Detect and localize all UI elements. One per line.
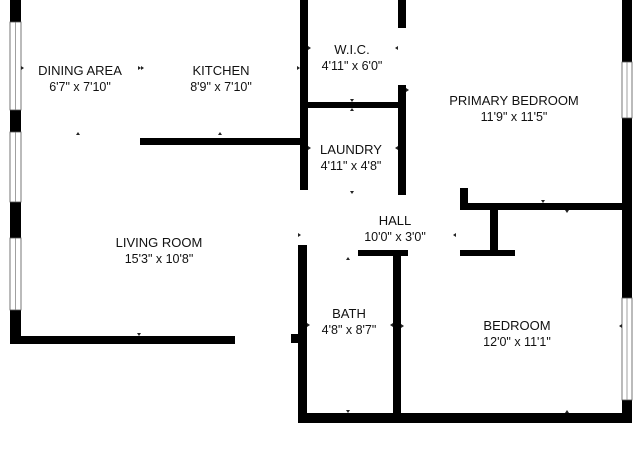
marker	[308, 146, 311, 150]
room-primary-bedroom: PRIMARY BEDROOM 11'9" x 11'5"	[449, 93, 579, 124]
room-name: HALL	[379, 213, 412, 228]
wall-bath-left-stub	[291, 334, 307, 343]
marker	[565, 410, 569, 413]
room-wic: W.I.C. 4'11" x 6'0"	[322, 42, 383, 73]
marker	[76, 132, 80, 135]
marker	[307, 323, 310, 327]
marker	[21, 66, 24, 70]
room-dimensions: 4'8" x 8'7"	[322, 323, 377, 337]
wall-bottom	[298, 413, 630, 423]
wall-primary-bottom-horiz	[460, 203, 630, 210]
wall-bath-top	[358, 250, 408, 256]
marker	[453, 233, 456, 237]
window-left-lower	[9, 237, 22, 311]
room-name: LIVING ROOM	[116, 235, 203, 250]
room-dimensions: 4'11" x 6'0"	[322, 59, 383, 73]
marker	[395, 146, 398, 150]
room-kitchen: KITCHEN 8'9" x 7'10"	[190, 63, 252, 94]
marker	[395, 46, 398, 50]
room-dimensions: 12'0" x 11'1"	[483, 335, 551, 349]
room-name: LAUNDRY	[320, 142, 382, 157]
room-name: BEDROOM	[483, 318, 550, 333]
wall-top-stub	[398, 0, 406, 28]
window-left-mid	[9, 131, 22, 203]
window-right-upper	[621, 61, 633, 119]
wall-primary-bottom	[460, 188, 468, 208]
window-right-lower	[621, 297, 633, 401]
room-dimensions: 8'9" x 7'10"	[190, 80, 252, 94]
room-labels: DINING AREA 6'7" x 7'10" KITCHEN 8'9" x …	[38, 42, 579, 349]
wall-wic-bottom	[300, 102, 405, 108]
marker	[346, 410, 350, 413]
room-name: KITCHEN	[192, 63, 249, 78]
marker	[619, 324, 622, 328]
room-dimensions: 11'9" x 11'5"	[481, 110, 548, 124]
wall-hall-right	[490, 208, 498, 256]
marker	[137, 333, 141, 336]
room-name: DINING AREA	[38, 63, 122, 78]
windows	[9, 21, 633, 401]
wall-right-1	[622, 0, 632, 62]
room-bedroom: BEDROOM 12'0" x 11'1"	[483, 318, 551, 349]
wall-kitchen-counter	[140, 138, 308, 145]
marker	[138, 66, 141, 70]
wall-laundry-right	[398, 85, 406, 195]
wall-bath-bedroom-divider	[393, 250, 401, 420]
wall-right-2	[622, 118, 632, 298]
wall-hall-right-stub	[460, 250, 515, 256]
marker	[350, 108, 354, 111]
wall-left-lower	[10, 310, 21, 344]
wall-left-mid-2	[10, 202, 21, 238]
marker	[346, 257, 350, 260]
wall-laundry-bottom	[300, 188, 308, 190]
dimension-markers	[21, 46, 622, 413]
marker	[298, 233, 301, 237]
marker	[350, 191, 354, 194]
wall-living-bottom	[10, 336, 235, 344]
wall-left-mid-1	[10, 110, 21, 132]
marker	[308, 46, 311, 50]
marker	[297, 66, 300, 70]
room-dimensions: 15'3" x 10'8"	[125, 252, 194, 266]
room-dimensions: 4'11" x 4'8"	[321, 159, 382, 173]
room-dimensions: 6'7" x 7'10"	[49, 80, 111, 94]
marker	[218, 132, 222, 135]
wall-left-upper	[10, 0, 21, 22]
marker	[141, 66, 144, 70]
marker	[541, 200, 545, 203]
window-left-upper	[9, 21, 22, 111]
room-name: W.I.C.	[334, 42, 369, 57]
walls	[10, 0, 632, 423]
room-hall: HALL 10'0" x 3'0"	[364, 213, 426, 244]
room-dimensions: 10'0" x 3'0"	[364, 230, 426, 244]
marker	[350, 99, 354, 102]
marker	[565, 210, 569, 213]
marker	[406, 88, 409, 92]
room-living-room: LIVING ROOM 15'3" x 10'8"	[116, 235, 203, 266]
wall-right-3	[622, 400, 632, 423]
room-laundry: LAUNDRY 4'11" x 4'8"	[320, 142, 382, 173]
room-name: PRIMARY BEDROOM	[449, 93, 579, 108]
room-bath: BATH 4'8" x 8'7"	[322, 306, 377, 337]
wall-center-vertical	[300, 0, 308, 190]
marker	[401, 324, 404, 328]
room-name: BATH	[332, 306, 366, 321]
marker	[390, 323, 393, 327]
room-dining-area: DINING AREA 6'7" x 7'10"	[38, 63, 122, 94]
